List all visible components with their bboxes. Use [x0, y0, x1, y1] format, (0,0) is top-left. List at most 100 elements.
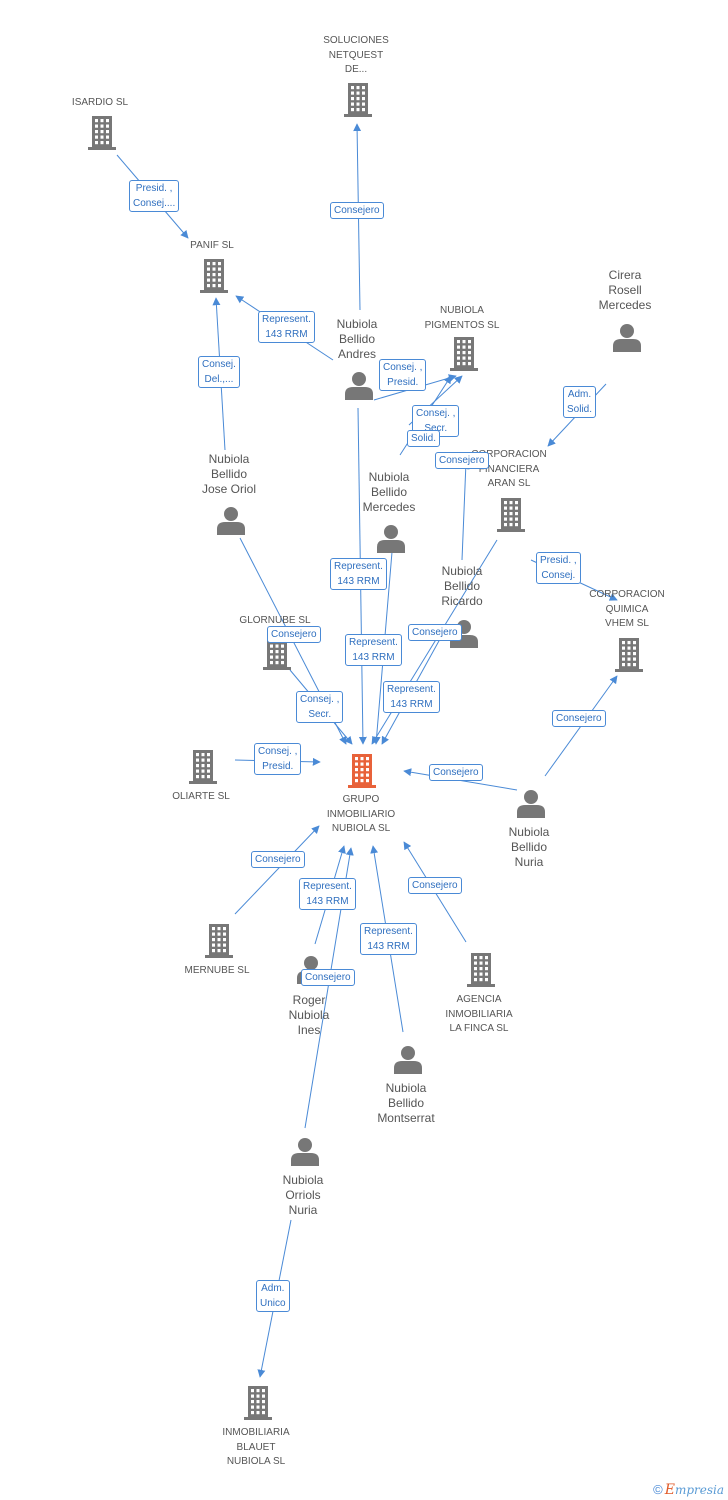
- edge-label-ricardo-to-nubiola_pigmentos[interactable]: Consejero: [435, 452, 489, 469]
- building-icon-grupo[interactable]: [348, 754, 376, 788]
- edge-label-line: Solid.: [567, 404, 593, 415]
- node-label-panif[interactable]: PANIF SL: [157, 239, 267, 254]
- edge-label-line: Consej.: [202, 359, 236, 370]
- building-icon-corporacion_quimica[interactable]: [615, 638, 643, 672]
- edge-label-oliarte-to-grupo[interactable]: Consej. ,Presid.: [254, 743, 302, 775]
- node-label-line: Roger: [292, 993, 326, 1007]
- node-label-line: NUBIOLA SL: [331, 823, 391, 834]
- edge-label-line: Consejero: [412, 627, 458, 638]
- edge-label-orriols-to-blauet[interactable]: Adm.Unico: [256, 1280, 290, 1312]
- edge-label-agencia-to-grupo[interactable]: Consejero: [408, 877, 462, 894]
- edge-label-nuria_bellido-to-grupo[interactable]: Consejero: [429, 764, 483, 781]
- building-icon-isardio[interactable]: [88, 116, 116, 150]
- edge-label-andres-to-panif[interactable]: Represent.143 RRM: [258, 311, 315, 343]
- node-label-line: MERNUBE SL: [184, 965, 250, 976]
- edge-label-mercedes-to-grupo[interactable]: Represent.143 RRM: [345, 634, 402, 666]
- edge-label-line: Solid.: [411, 433, 437, 444]
- edge-ricardo-to-nubiola_pigmentos: [461, 461, 470, 561]
- edge-label-ricardo-to-grupo[interactable]: Consejero: [408, 624, 462, 641]
- edge-label-mercedes-to-nubiola_pigmentos[interactable]: Solid.: [407, 430, 441, 447]
- edge-mernube-to-grupo: [234, 825, 320, 915]
- empresia-footer[interactable]: ©Empresia: [653, 1482, 724, 1498]
- node-label-line: Bellido: [510, 840, 548, 854]
- edge-label-line: 143 RRM: [367, 941, 410, 952]
- building-icon-agencia[interactable]: [467, 953, 495, 987]
- person-icon-montserrat[interactable]: [394, 1046, 422, 1074]
- edge-label-line: Consejero: [305, 972, 351, 983]
- edge-label-orriols-to-grupo[interactable]: Consejero: [301, 969, 355, 986]
- node-label-line: INMOBILIARIO: [326, 808, 396, 820]
- node-label-line: Nubiola: [208, 452, 250, 466]
- node-label-isardio[interactable]: ISARDIO SL: [45, 96, 155, 111]
- edge-label-line: Represent.: [262, 314, 311, 325]
- building-icon-oliarte[interactable]: [189, 750, 217, 784]
- node-label-line: Nuria: [514, 855, 544, 869]
- building-icon-blauet[interactable]: [244, 1386, 272, 1420]
- person-icon-mercedes[interactable]: [377, 525, 405, 553]
- edge-label-line: Secr.: [424, 423, 448, 434]
- node-label-oliarte[interactable]: OLIARTE SL: [146, 790, 256, 805]
- node-label-line: OLIARTE SL: [172, 791, 230, 802]
- edge-label-andres-to-nubiola_pigmentos[interactable]: Consej. ,Presid.: [379, 359, 427, 391]
- edge-label-montserrat-to-grupo[interactable]: Represent.143 RRM: [360, 923, 417, 955]
- node-label-glornube[interactable]: GLORNUBE SL: [220, 614, 330, 629]
- edge-label-jose_oriol-to-panif[interactable]: Consej.Del.,...: [198, 356, 240, 388]
- building-icon-panif[interactable]: [200, 259, 228, 293]
- node-label-line: Bellido: [210, 467, 248, 481]
- edge-label-line: Consejero: [556, 713, 602, 724]
- edge-label-line: 143 RRM: [352, 652, 395, 663]
- node-label-line: Nuria: [288, 1203, 318, 1217]
- building-icon-mernube[interactable]: [205, 924, 233, 958]
- person-icon-nuria_bellido[interactable]: [517, 790, 545, 818]
- building-icon-corporacion_financiera[interactable]: [497, 498, 525, 532]
- person-icon-orriols[interactable]: [291, 1138, 319, 1166]
- edge-label-jose_oriol-to-grupo[interactable]: Consejero: [267, 626, 321, 643]
- edge-label-corporacion_financiera-to-corporacion_quimica[interactable]: Presid. ,Consej.: [536, 552, 581, 584]
- node-label-line: NETQUEST: [328, 49, 384, 61]
- edge-label-line: Unico: [260, 1298, 286, 1309]
- node-label-line: QUIMICA: [605, 603, 649, 615]
- edge-label-line: Consej.: [541, 570, 576, 581]
- node-label-line: Cirera: [608, 268, 642, 282]
- building-icon-nubiola_pigmentos[interactable]: [450, 337, 478, 371]
- node-label-line: PIGMENTOS SL: [424, 319, 500, 331]
- edge-label-line: Consejero: [433, 767, 479, 778]
- edge-label-andres-to-soluciones[interactable]: Consejero: [330, 202, 384, 219]
- edge-label-nuria_bellido-to-corporacion_quimica[interactable]: Consejero: [552, 710, 606, 727]
- person-icon-jose_oriol[interactable]: [217, 507, 245, 535]
- person-icon-andres[interactable]: [345, 372, 373, 400]
- person-icon-cirera[interactable]: [613, 324, 641, 352]
- edge-label-mernube-to-grupo[interactable]: Consejero: [251, 851, 305, 868]
- edge-label-roger-to-grupo[interactable]: Represent.143 RRM: [299, 878, 356, 910]
- edge-label-isardio-to-panif[interactable]: Presid. ,Consej....: [129, 180, 180, 212]
- node-label-line: Bellido: [443, 579, 481, 593]
- node-label-line: Nubiola: [368, 470, 410, 484]
- edge-label-line: Consejero: [271, 629, 317, 640]
- edge-label-glornube-to-grupo[interactable]: Consej. ,Secr.: [296, 691, 344, 723]
- edge-label-line: Consejero: [334, 205, 380, 216]
- edge-label-corporacion_financiera-to-grupo[interactable]: Represent.143 RRM: [383, 681, 440, 713]
- edge-label-cirera-to-corporacion_financiera[interactable]: Adm.Solid.: [563, 386, 597, 418]
- node-label-line: Montserrat: [377, 1111, 435, 1125]
- node-label-mernube[interactable]: MERNUBE SL: [162, 964, 272, 979]
- edge-label-andres-to-grupo[interactable]: Represent.143 RRM: [330, 558, 387, 590]
- building-icon-soluciones[interactable]: [344, 83, 372, 117]
- node-label-line: AGENCIA: [456, 994, 502, 1005]
- edge-label-line: Represent.: [334, 561, 383, 572]
